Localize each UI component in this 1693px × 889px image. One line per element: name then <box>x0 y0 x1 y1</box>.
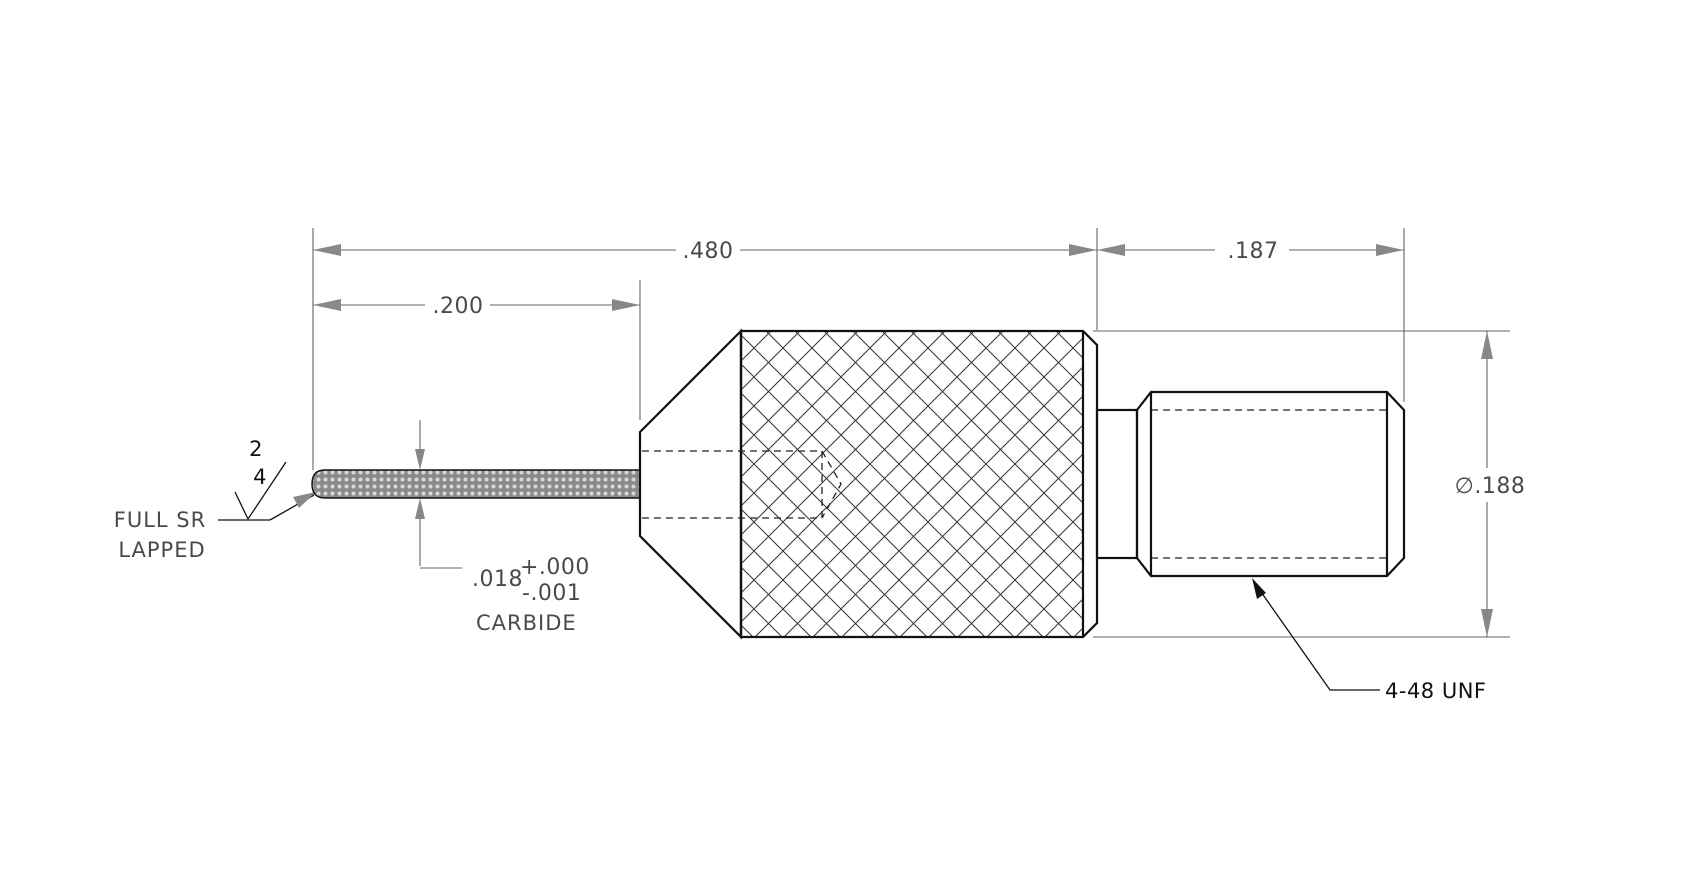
dimension-188: ∅.188 <box>1455 331 1526 637</box>
cone-section <box>638 328 743 640</box>
tip-finish-line1: FULL SR <box>114 508 206 532</box>
knurled-body <box>739 329 1099 639</box>
thread-callout: 4-48 UNF <box>1252 578 1487 703</box>
dimension-thread-length: .187 <box>1228 239 1279 264</box>
dimension-480: .480 <box>313 239 1097 264</box>
neck-section <box>1095 408 1139 560</box>
tip-tolerance-plus: +.000 <box>520 555 590 580</box>
tip-diameter-value: .018 <box>472 567 523 592</box>
threaded-shank <box>1135 390 1406 578</box>
dimension-diameter: ∅.188 <box>1455 474 1526 499</box>
dimension-200: .200 <box>313 294 640 319</box>
surface-finish-top: 2 <box>249 437 263 461</box>
tip-material-note: CARBIDE <box>476 611 577 635</box>
dimension-overall-length: .480 <box>683 239 734 264</box>
carbide-tip <box>311 469 641 499</box>
dimension-tip-diameter: .018 +.000 -.001 CARBIDE <box>415 420 590 635</box>
thread-spec-label: 4-48 UNF <box>1385 679 1487 703</box>
surface-finish-symbol: 2 4 FULL SR LAPPED <box>114 437 316 562</box>
tip-tolerance-minus: -.001 <box>522 581 581 606</box>
dimension-tip-length: .200 <box>433 294 484 319</box>
dimension-187: .187 <box>1097 239 1404 264</box>
surface-finish-bottom: 4 <box>253 465 267 489</box>
extension-lines <box>312 228 1510 638</box>
tip-finish-line2: LAPPED <box>118 538 205 562</box>
tip-bore-hidden <box>642 450 842 519</box>
